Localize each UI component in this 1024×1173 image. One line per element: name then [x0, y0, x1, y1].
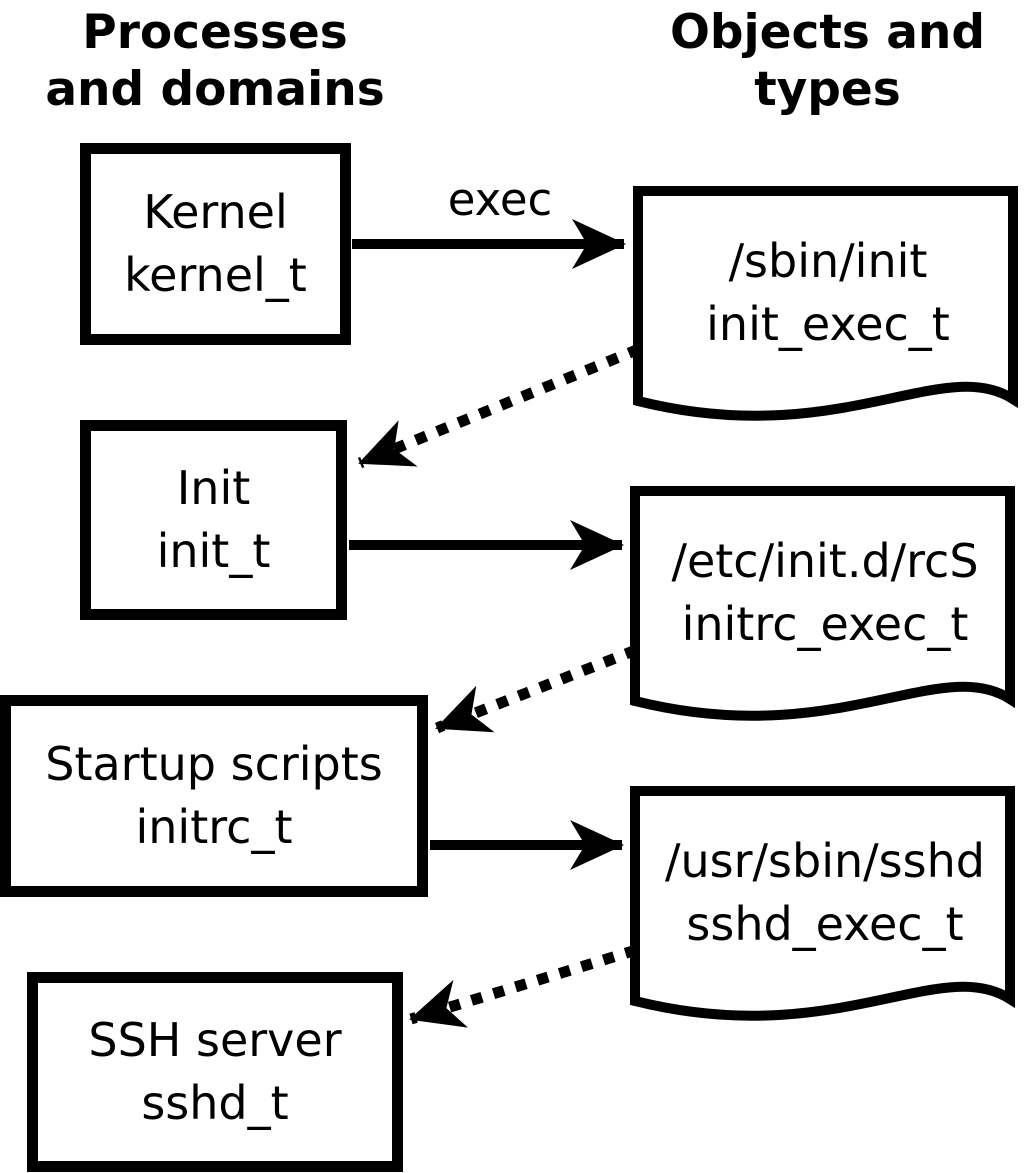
transition-arrow-to-initrc-t	[434, 644, 639, 734]
document-shape-icon	[633, 186, 1018, 421]
object-label: /usr/sbin/sshd sshd_exec_t	[630, 794, 1020, 992]
process-name: Startup scripts	[45, 737, 383, 791]
process-box-kernel: Kernel kernel_t	[80, 143, 351, 345]
document-shape-icon	[630, 486, 1015, 721]
object-label: /etc/init.d/rcS initrc_exec_t	[630, 494, 1020, 692]
process-domain: initrc_t	[135, 800, 293, 854]
object-doc-etc-initd-rcs: /etc/init.d/rcS initrc_exec_t	[630, 486, 1020, 751]
object-doc-usr-sbin-sshd: /usr/sbin/sshd sshd_exec_t	[630, 786, 1020, 1051]
object-type: sshd_exec_t	[686, 897, 964, 951]
header-line: types	[754, 62, 901, 117]
column-header-processes: Processes and domains	[0, 4, 430, 118]
object-path: /etc/init.d/rcS	[671, 534, 979, 588]
header-line: Objects and	[669, 5, 986, 60]
process-name: Init	[176, 461, 251, 515]
exec-arrow-label: exec	[447, 173, 553, 226]
object-path: /sbin/init	[728, 234, 928, 288]
process-domain: sshd_t	[141, 1076, 289, 1130]
process-domain: init_t	[156, 524, 271, 578]
transition-arrow-to-init-t	[357, 343, 642, 469]
object-type: init_exec_t	[706, 297, 950, 351]
process-domain: kernel_t	[124, 248, 307, 302]
object-type: initrc_exec_t	[681, 597, 969, 651]
transition-arrow-to-sshd-t	[409, 944, 638, 1028]
document-shape-icon	[630, 786, 1015, 1021]
column-header-objects: Objects and types	[635, 4, 1020, 118]
process-box-ssh-server: SSH server sshd_t	[27, 972, 403, 1172]
process-name: Kernel	[143, 185, 288, 239]
process-box-init: Init init_t	[80, 420, 347, 620]
object-path: /usr/sbin/sshd	[665, 834, 985, 888]
process-box-startup-scripts: Startup scripts initrc_t	[0, 695, 428, 897]
header-line: and domains	[45, 62, 385, 117]
process-name: SSH server	[88, 1013, 342, 1067]
header-line: Processes	[82, 5, 348, 60]
object-label: /sbin/init init_exec_t	[633, 194, 1023, 392]
object-doc-sbin-init: /sbin/init init_exec_t	[633, 186, 1023, 451]
